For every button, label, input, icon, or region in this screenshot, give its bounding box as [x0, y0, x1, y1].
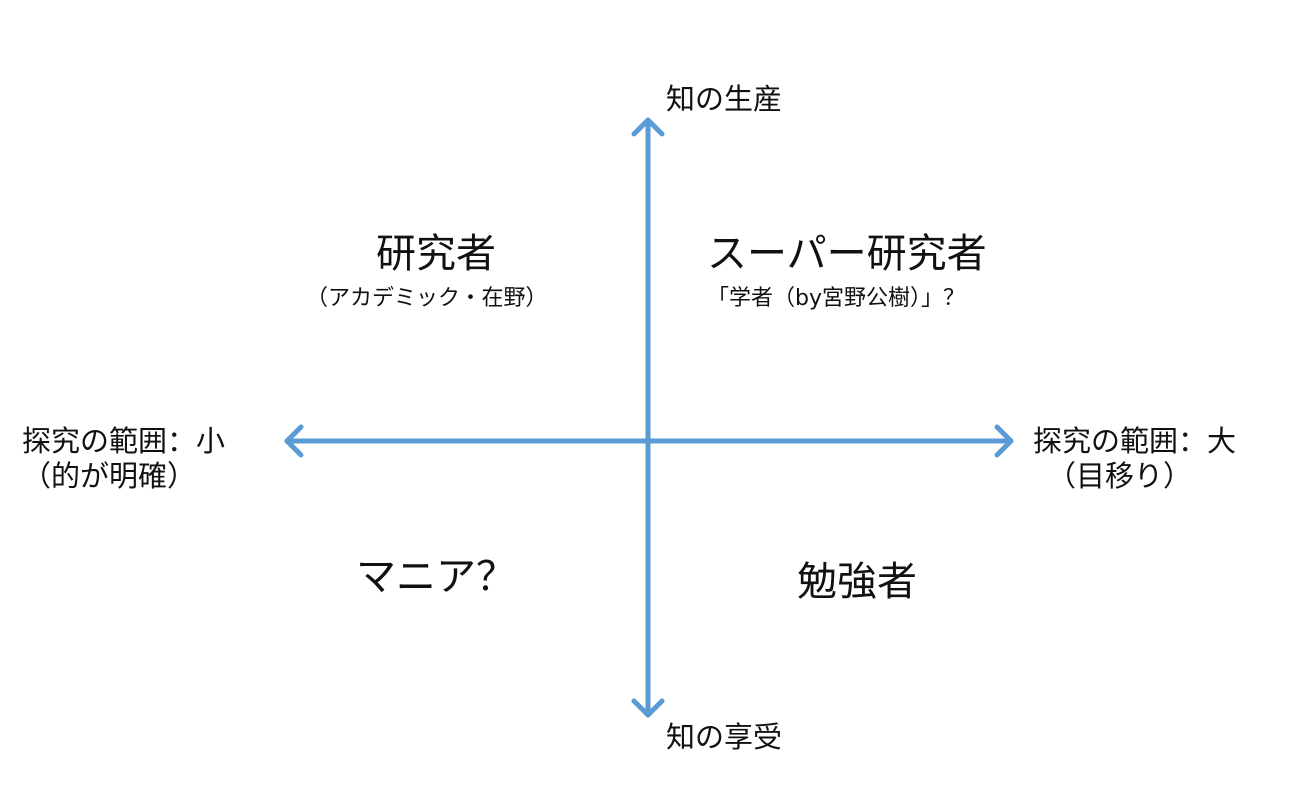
horizontal-axis-right-label: 探究の範囲：大 （目移り） [1033, 424, 1236, 494]
arrow-head-up-icon [631, 117, 665, 137]
vertical-axis-bottom-label: 知の享受 [666, 720, 783, 754]
arrow-head-down-icon [631, 698, 665, 718]
quadrant-top-right-subtitle: 「学者（by宮野公樹）」？ [707, 286, 965, 311]
arrow-head-left-icon [284, 424, 304, 458]
arrow-head-right-icon [994, 424, 1014, 458]
quadrant-top-left-subtitle: （アカデミック・在野） [306, 286, 548, 311]
quadrant-top-left-title: 研究者 [376, 231, 496, 277]
quadrant-bottom-right-title: 勉強者 [797, 559, 917, 605]
horizontal-axis-left-label-line2: （的が明確） [22, 458, 197, 493]
horizontal-axis-left-label-line1: 探究の範囲：小 [22, 424, 226, 458]
quadrant-top-right-title: スーパー研究者 [707, 231, 987, 277]
horizontal-axis-right-label-line2: （目移り） [1047, 458, 1193, 493]
horizontal-axis-right-label-line1: 探究の範囲：大 [1033, 424, 1237, 458]
horizontal-axis-left-label: 探究の範囲：小 （的が明確） [22, 424, 225, 494]
vertical-axis-top-label: 知の生産 [666, 82, 783, 116]
quadrant-bottom-left-title: マニア？ [356, 554, 516, 600]
